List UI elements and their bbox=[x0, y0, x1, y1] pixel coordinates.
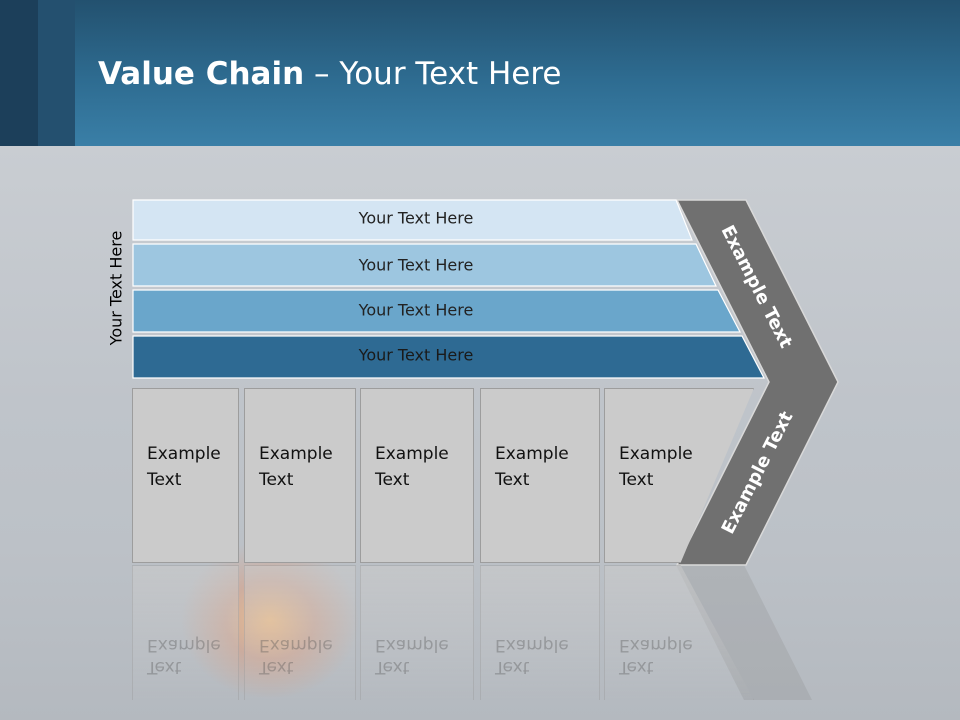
bar-2-label: Your Text Here bbox=[358, 256, 474, 275]
activity-box-4-reflection-line2: Text bbox=[495, 657, 530, 677]
activity-box-5-line1: Example bbox=[619, 444, 693, 464]
activity-box-4-line2: Text bbox=[495, 470, 530, 490]
activity-box-5-reflection-line1: Example bbox=[619, 635, 693, 655]
title-bar: Value Chain – Your Text Here bbox=[0, 0, 960, 146]
activity-box-5-line2: Text bbox=[619, 470, 654, 490]
slide-title-bold: Value Chain bbox=[98, 56, 305, 92]
activity-box-5-reflection-line2: Text bbox=[619, 657, 654, 677]
activity-box-2-line2: Text bbox=[259, 470, 294, 490]
activity-box-4-line1: Example bbox=[495, 444, 569, 464]
activity-box-3-reflection-line2: Text bbox=[375, 657, 410, 677]
bar-4 bbox=[132, 335, 765, 379]
bar-1 bbox=[132, 199, 693, 241]
activity-box-1-reflection-line1: Example bbox=[147, 635, 221, 655]
bar-4-label: Your Text Here bbox=[358, 346, 474, 365]
activity-box-4-reflection-line1: Example bbox=[495, 635, 569, 655]
activity-box-3-line1: Example bbox=[375, 444, 449, 464]
value-chain-chevron bbox=[675, 199, 839, 566]
activity-box-1-line1: Example bbox=[147, 444, 221, 464]
bar-3 bbox=[132, 289, 741, 333]
slide-title: Value Chain – Your Text Here bbox=[98, 54, 561, 94]
activity-box-3-reflection-line1: Example bbox=[375, 635, 449, 655]
chevron-reflection bbox=[676, 565, 812, 700]
activity-box-2-reflection-line1: Example bbox=[259, 635, 333, 655]
slide-title-rest: – Your Text Here bbox=[304, 56, 562, 92]
activity-box-2-line1: Example bbox=[259, 444, 333, 464]
bar-1-label: Your Text Here bbox=[358, 209, 474, 228]
activity-box-1-reflection-line2: Text bbox=[147, 657, 182, 677]
activity-box-2-reflection-line2: Text bbox=[259, 657, 294, 677]
title-accent-mid bbox=[38, 0, 75, 146]
activity-box-1-line2: Text bbox=[147, 470, 182, 490]
bar-3-label: Your Text Here bbox=[358, 301, 474, 320]
bar-2 bbox=[132, 243, 717, 287]
activity-box-3-line2: Text bbox=[375, 470, 410, 490]
title-accent-dark bbox=[0, 0, 38, 146]
